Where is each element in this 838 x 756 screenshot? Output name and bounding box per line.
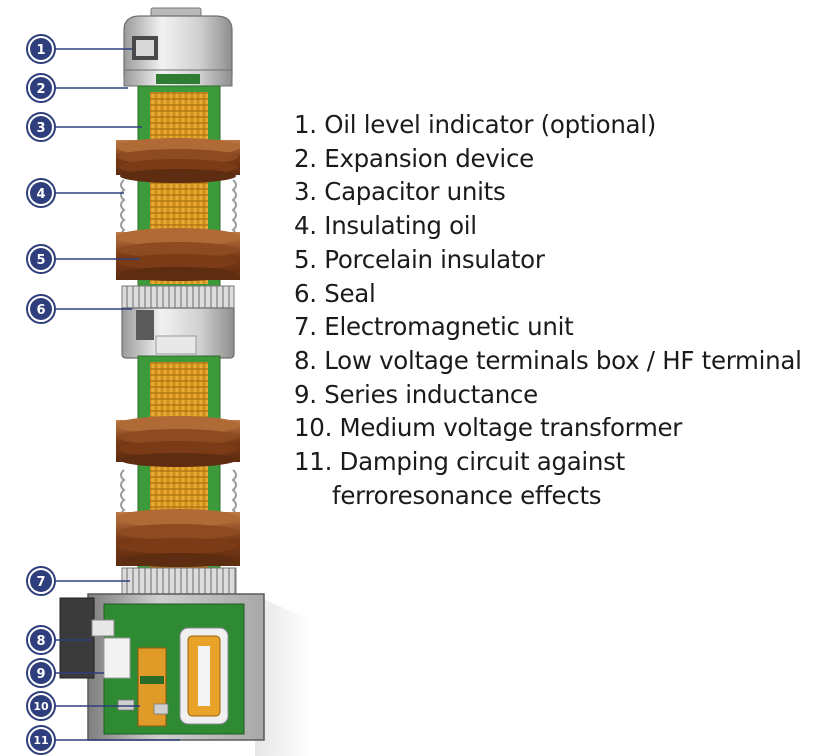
legend-text-1: 1. Oil level indicator (optional) — [294, 110, 657, 139]
legend-text-6: 6. Seal — [294, 278, 376, 308]
callout-label-1: 1 — [36, 43, 45, 58]
callout-label-5: 5 — [36, 253, 45, 268]
ground-shadow — [255, 595, 310, 756]
callout-badges: 1 2 3 4 5 6 7 — [26, 34, 56, 755]
callout-label-10: 10 — [33, 700, 49, 713]
legend-item-7: 7. Electromagnetic unit — [294, 310, 834, 344]
legend-item-9: 9. Series inductance — [294, 378, 834, 412]
legend-item-3: 3. Capacitor units — [294, 175, 834, 209]
legend-item-1: 1. Oil level indicator (optional) — [294, 108, 834, 142]
callout-badge-6: 6 — [26, 294, 56, 324]
callout-badge-2: 2 — [26, 73, 56, 103]
legend-text-8: 8. Low voltage terminals box / HF termin… — [294, 345, 802, 375]
callout-badge-4: 4 — [26, 178, 56, 208]
callout-label-6: 6 — [36, 303, 45, 318]
legend-text-9: 9. Series inductance — [294, 379, 538, 409]
porcelain-sheds-upper-2 — [116, 228, 240, 281]
callout-badge-1: 1 — [26, 34, 56, 64]
parts-legend: 1. Oil level indicator (optional) 2. Exp… — [294, 108, 834, 512]
callout-badge-7: 7 — [26, 566, 56, 596]
callout-badge-9: 9 — [26, 658, 56, 688]
callout-badge-8: 8 — [26, 625, 56, 655]
legend-text-10: 10. Medium voltage transformer — [294, 413, 683, 443]
callout-badge-3: 3 — [26, 112, 56, 142]
legend-item-5: 5. Porcelain insulator — [294, 243, 834, 277]
base-flange — [121, 567, 237, 595]
legend-item-10: 10. Medium voltage transformer — [294, 411, 834, 445]
legend-item-2: 2. Expansion device — [294, 142, 834, 176]
callout-badge-5: 5 — [26, 244, 56, 274]
legend-text-5: 5. Porcelain insulator — [294, 244, 545, 274]
base-tank — [59, 593, 265, 741]
legend-item-4: 4. Insulating oil — [294, 209, 834, 243]
callout-label-4: 4 — [36, 187, 45, 202]
legend-text-11: 11. Damping circuit against — [294, 447, 625, 477]
callout-label-3: 3 — [36, 121, 45, 136]
legend-text-4: 4. Insulating oil — [294, 211, 477, 241]
legend-text-3: 3. Capacitor units — [294, 177, 506, 207]
middle-flange — [121, 285, 235, 359]
callout-label-2: 2 — [36, 82, 45, 97]
legend-item-6: 6. Seal — [294, 277, 834, 311]
porcelain-sheds-upper-1 — [116, 138, 240, 183]
callout-badge-10: 10 — [26, 691, 56, 721]
legend-text-7: 7. Electromagnetic unit — [294, 312, 574, 342]
callout-label-7: 7 — [36, 575, 45, 590]
porcelain-sheds-lower-2 — [116, 509, 240, 567]
legend-item-8: 8. Low voltage terminals box / HF termin… — [294, 344, 834, 378]
top-head-cap — [123, 7, 233, 87]
callout-badge-11: 11 — [26, 725, 56, 755]
porcelain-sheds-lower-1 — [116, 416, 240, 467]
leader-lines — [54, 48, 180, 741]
legend-text-2: 2. Expansion device — [294, 143, 534, 173]
callout-label-8: 8 — [36, 634, 45, 649]
callout-label-11: 11 — [33, 734, 48, 747]
legend-text-11-continued: ferroresonance effects — [332, 480, 602, 510]
callout-label-9: 9 — [36, 667, 45, 682]
